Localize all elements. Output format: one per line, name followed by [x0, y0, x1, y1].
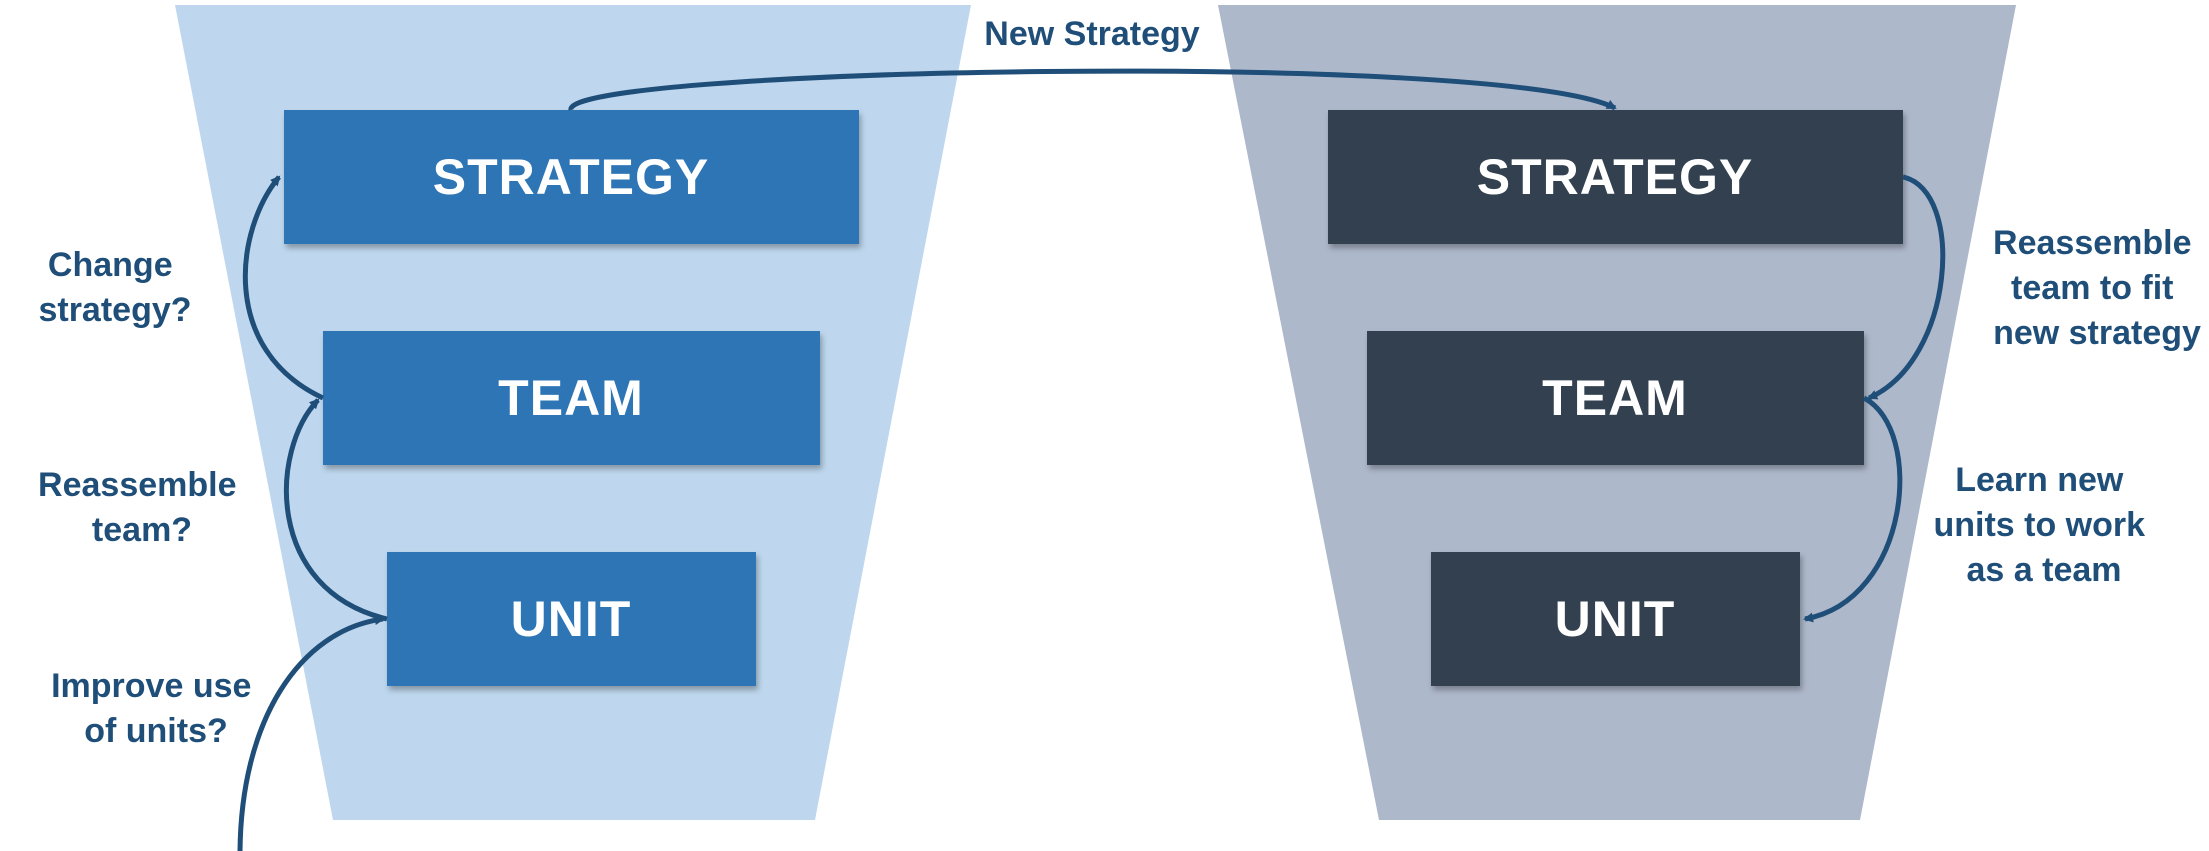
left-team-label: TEAM: [498, 370, 644, 426]
left-unit-label: UNIT: [511, 591, 632, 647]
arrow-unit-to-team: [284, 398, 388, 622]
left-unit-box: UNIT: [387, 552, 756, 686]
right-strategy-box: STRATEGY: [1328, 110, 1903, 244]
right-team-label: TEAM: [1542, 370, 1688, 426]
note-reassemble-fit-line-3: new strategy: [1993, 314, 2201, 352]
left-strategy-label: STRATEGY: [433, 149, 710, 205]
note-reassemble-fit: Reassemble team to fit new strategy: [1993, 224, 2201, 352]
note-change-strategy-line-2: strategy?: [38, 291, 191, 329]
left-team-box: TEAM: [323, 331, 820, 465]
new-strategy-label: New Strategy: [984, 15, 1199, 53]
note-learn-units-line-3: as a team: [1967, 551, 2122, 589]
arrow-team-to-strategy: [242, 175, 325, 401]
note-reassemble-team: Reassemble team?: [38, 466, 246, 549]
note-reassemble-team-line-2: team?: [92, 511, 192, 549]
left-strategy-box: STRATEGY: [284, 110, 859, 244]
note-improve-units-line-2: of units?: [84, 712, 228, 750]
note-improve-units: Improve use of units?: [51, 667, 261, 750]
note-learn-units-line-1: Learn new: [1955, 461, 2124, 499]
note-change-strategy: Change strategy?: [38, 246, 191, 329]
arrow-strategy-to-team: [1867, 174, 1946, 401]
note-learn-units-line-2: units to work: [1933, 506, 2145, 544]
note-reassemble-team-line-1: Reassemble: [38, 466, 236, 504]
note-learn-units: Learn new units to work as a team: [1933, 461, 2154, 589]
new-strategy-arrow: [568, 68, 1617, 111]
note-change-strategy-line-1: Change: [48, 246, 173, 284]
arrow-team-to-unit: [1803, 395, 1903, 623]
right-unit-label: UNIT: [1555, 591, 1676, 647]
right-strategy-label: STRATEGY: [1477, 149, 1754, 205]
arrow-bottom-to-unit: [237, 615, 385, 851]
note-reassemble-fit-line-1: Reassemble: [1993, 224, 2191, 262]
note-reassemble-fit-line-2: team to fit: [2011, 269, 2173, 307]
right-team-box: TEAM: [1367, 331, 1864, 465]
right-unit-box: UNIT: [1431, 552, 1800, 686]
note-improve-units-line-1: Improve use: [51, 667, 251, 705]
